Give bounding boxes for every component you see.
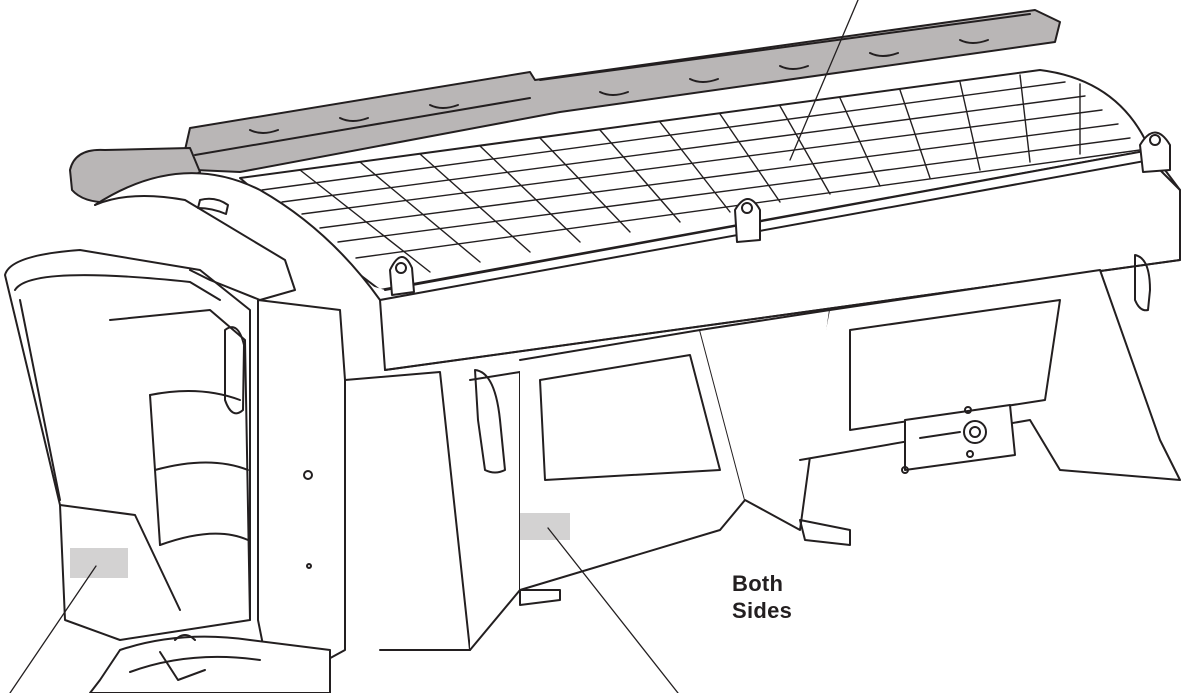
- leader-lines: [9, 0, 859, 693]
- both-sides-callout: Both Sides: [732, 570, 792, 624]
- callout-line-2: Sides: [732, 598, 793, 623]
- leader-line-center: [547, 527, 679, 693]
- decal-label-left: [70, 548, 128, 578]
- hinges: [389, 131, 1171, 296]
- hopper-cover: [69, 9, 1061, 204]
- spinner-chute: [4, 195, 346, 693]
- leader-line-left: [9, 565, 97, 693]
- leader-line-top: [789, 0, 859, 161]
- decal-label-center: [520, 513, 570, 540]
- adjuster-plate: [901, 404, 1016, 474]
- callout-line-1: Both: [732, 571, 784, 596]
